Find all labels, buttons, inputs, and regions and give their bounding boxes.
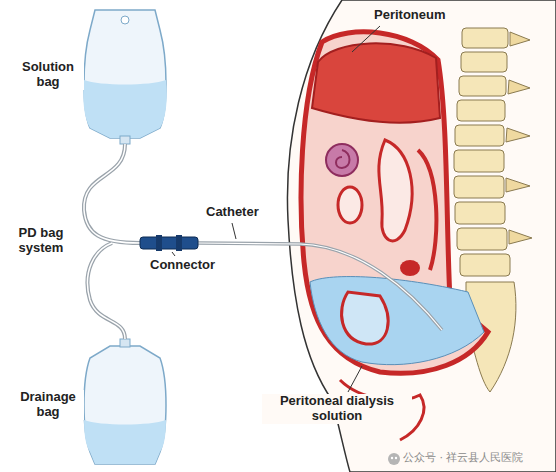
dialysis-solution — [310, 277, 484, 365]
vertebra — [459, 76, 506, 96]
spinous-process — [509, 230, 532, 244]
bladder — [342, 292, 389, 344]
pd-tubing — [84, 144, 140, 339]
organ-swirl — [326, 144, 358, 176]
connector — [140, 237, 198, 249]
spinous-process — [508, 80, 530, 94]
leader-line — [352, 26, 380, 52]
tube — [87, 243, 125, 339]
part-label: Peritoneal dialysis solution — [262, 394, 412, 424]
vertebra — [454, 150, 504, 172]
catheter-highlight — [198, 243, 442, 330]
tube — [87, 243, 125, 339]
part-label: Drainage bag — [12, 390, 84, 420]
watermark-icon — [395, 457, 397, 459]
vertebra — [462, 28, 508, 48]
part-label: Catheter — [204, 205, 280, 220]
connector-ring — [156, 235, 162, 251]
vertebra — [460, 254, 510, 276]
drainage-bag — [84, 346, 166, 464]
spinous-process — [506, 178, 530, 192]
spinous-process — [506, 128, 530, 142]
catheter — [198, 243, 442, 330]
bag-liquid — [84, 420, 166, 464]
connector-ring — [176, 235, 182, 251]
bag-port — [120, 136, 130, 144]
liver — [312, 43, 440, 122]
leader-line — [172, 252, 175, 256]
peritoneum — [301, 32, 488, 373]
hanging-hole — [121, 16, 129, 24]
vertebra — [461, 52, 507, 72]
intestine-loop — [338, 187, 362, 223]
solution-bag — [84, 10, 166, 138]
mesentery — [418, 150, 436, 270]
spinous-processes — [506, 32, 532, 244]
organ-swirl — [336, 150, 350, 168]
tube-highlight — [84, 144, 140, 339]
part-label: PD bag system — [4, 226, 78, 256]
tube — [84, 144, 140, 243]
part-label: Solution bag — [12, 60, 84, 90]
bag-port — [120, 339, 130, 347]
intestine-loop — [379, 140, 412, 241]
vertebra — [454, 176, 504, 198]
watermark-icon — [391, 457, 393, 459]
vertebra — [457, 228, 507, 250]
spinous-process — [510, 32, 530, 46]
bag-liquid — [83, 80, 167, 138]
vertebra — [457, 100, 505, 121]
vertebra — [455, 125, 504, 146]
tube — [84, 144, 140, 243]
leader-line — [232, 223, 236, 239]
watermark: 公众号 · 祥云县人民医院 — [403, 452, 524, 465]
part-label: Peritoneum — [372, 8, 476, 23]
leader-line — [348, 366, 362, 392]
watermark-icon — [388, 453, 400, 465]
vertebra — [455, 202, 505, 224]
part-label: Connector — [148, 258, 236, 273]
organ — [400, 260, 420, 276]
